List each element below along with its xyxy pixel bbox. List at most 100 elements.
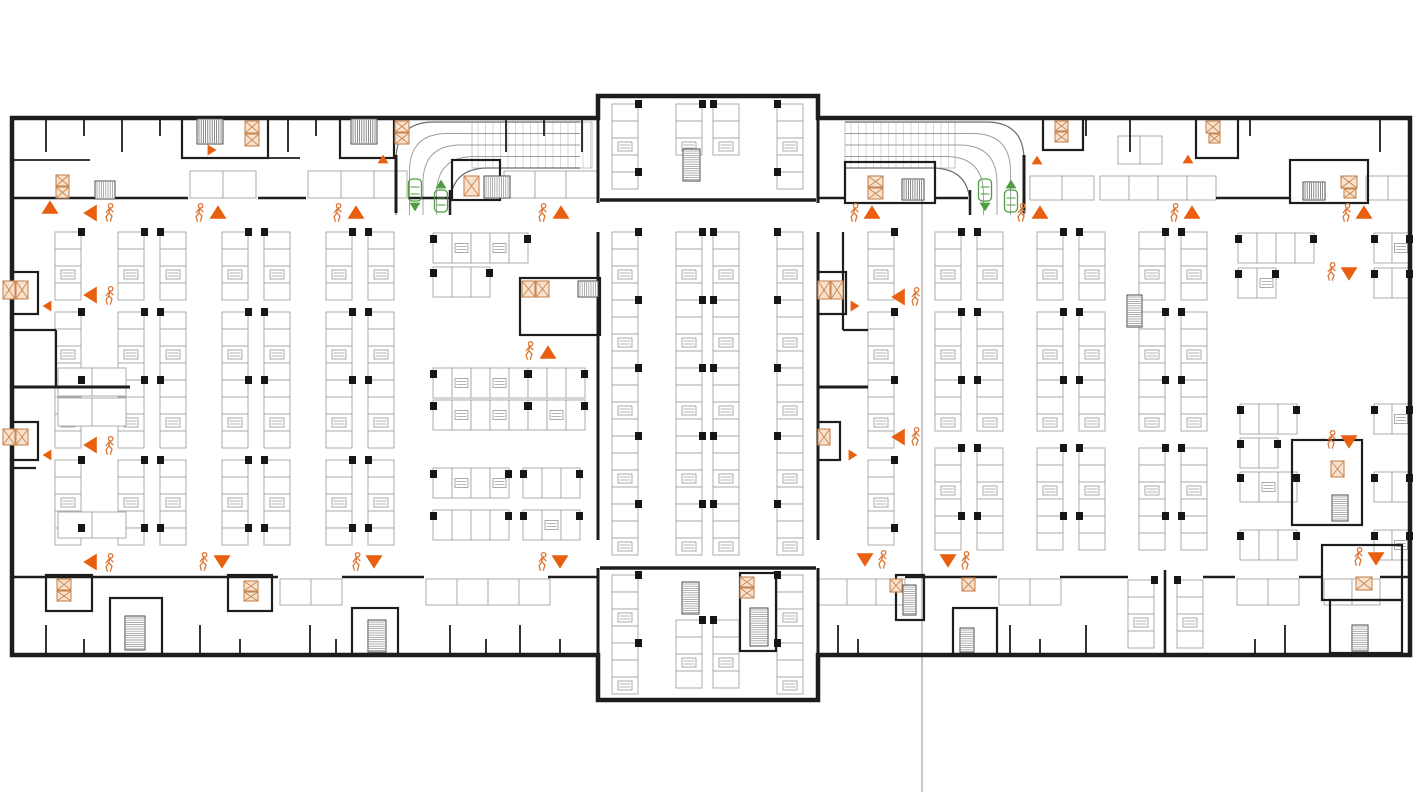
parking-stall [221,493,249,512]
parking-stall [776,537,804,556]
car-lift-icon [433,179,449,213]
exit-direction-triangle-icon [939,554,957,568]
parking-stall [934,231,962,250]
exit-direction-triangle-icon [552,205,570,219]
parking-stall [117,328,145,347]
parking-stall [611,418,639,437]
elevator-cross-line [15,280,29,300]
parking-stall [675,520,703,539]
stair-icon [367,619,387,653]
stair-icon [902,584,917,616]
service-core-wall [1041,116,1085,152]
parking-stall [1036,396,1064,415]
pedestrian-body [105,557,114,572]
structural-pillar [1371,474,1378,482]
structural-pillar [524,235,531,243]
storage-box-glyph [1144,269,1160,280]
parking-stall [776,676,804,695]
parking-stall [325,282,353,301]
elevator-cross-line [739,587,755,599]
storage-box-glyph [1186,485,1202,496]
structural-pillar [1162,308,1169,316]
structural-pillar [1237,406,1244,414]
parking-stall [1138,265,1166,284]
elevator-icon [817,428,831,446]
parking-stall [1138,481,1166,500]
structural-pillar [1151,576,1158,584]
parking-stall [934,248,962,267]
parking-stall [712,120,740,139]
pedestrian-body [538,207,547,222]
structural-pillar [1162,444,1169,452]
structural-pillar [774,168,781,176]
parking-stall [675,537,703,556]
parking-stall [712,452,740,471]
exit-direction-triangle-icon [979,202,991,212]
elevator-icon [244,133,260,147]
parking-stall [1176,613,1204,632]
structural-pillar [958,308,965,316]
parking-stall [1036,345,1064,364]
storage-box-glyph [873,417,889,428]
parking-stall [1029,578,1062,606]
elevator-icon [394,132,410,145]
storage-box-glyph [60,349,76,360]
structural-pillar [1178,376,1185,384]
parking-stall [611,384,639,403]
storage-box-glyph [617,269,633,280]
parking-stall [611,367,639,386]
pedestrian-body [538,556,547,571]
storage-box-glyph [982,417,998,428]
ramp-lane-curve [436,156,580,215]
structural-pillar [78,524,85,532]
structural-pillar [576,470,583,478]
stair-icon [350,118,378,145]
parking-stall [934,345,962,364]
exit-direction-triangle-icon [1031,205,1049,219]
parking-stall [159,476,187,495]
parking-stall [934,282,962,301]
elevator-icon [463,175,480,197]
parking-stall [611,452,639,471]
pedestrian-exit-icon [911,426,920,446]
parking-stall [675,503,703,522]
parking-stall [1138,345,1166,364]
structural-pillar [710,296,717,304]
parking-stall [976,413,1004,432]
elevator-cross-line [1355,576,1373,591]
parking-stall [117,345,145,364]
structural-pillar [1237,532,1244,540]
pedestrian-exit-icon [333,202,342,222]
structural-pillar [699,616,706,624]
elevator-icon [55,186,70,199]
parking-stall [1180,265,1208,284]
parking-stall [489,509,510,541]
stair-icon [901,178,925,201]
parking-stall [776,384,804,403]
parking-stall [325,362,353,381]
parking-stall [776,452,804,471]
ramp-lane-curve [409,133,580,215]
parking-stall [675,103,703,122]
storage-box-glyph [1394,414,1408,424]
parking-stall [340,170,375,199]
elevator-icon [15,280,29,300]
storage-box-glyph [718,473,734,484]
parking-stall [470,367,491,399]
exit-direction-triangle-icon [891,288,905,306]
storage-box-glyph [873,269,889,280]
elevator-cross-line [243,591,259,602]
storage-box-glyph [492,478,507,488]
exit-direction-triangle-icon [1355,205,1373,219]
storage-box-glyph [718,657,734,668]
parking-stall [1127,630,1155,649]
structural-pillar [520,470,527,478]
exit-direction-triangle-icon [435,179,447,189]
elevator-cross-line [521,280,536,298]
parking-stall [867,282,895,301]
structural-pillar [1293,474,1300,482]
storage-box-glyph [165,349,181,360]
structural-pillar [1406,532,1413,540]
parking-stall [54,476,82,495]
parking-stall [117,248,145,267]
